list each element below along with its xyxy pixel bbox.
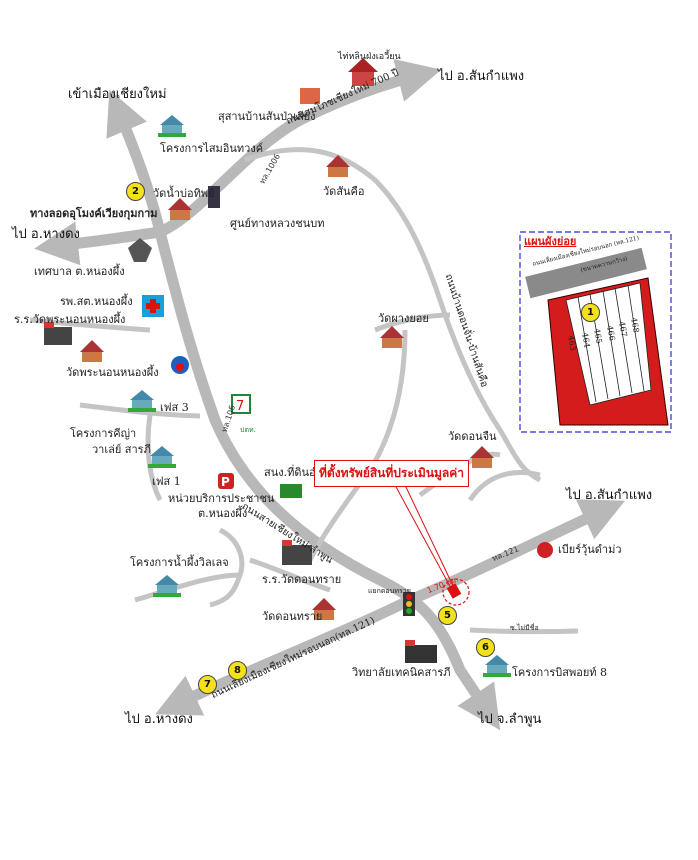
label-wat-sankue: วัดสันคือ — [323, 185, 365, 198]
site-circle[interactable] — [442, 578, 470, 606]
label-college: วิทยาลัยเทคนิคสารภี — [352, 666, 451, 679]
label-to-sankamphaeng-right: ไป อ.สันกำแพง — [566, 488, 653, 503]
road-to-chiangmai — [106, 89, 166, 234]
site-callout[interactable]: ที่ตั้งทรัพย์สินที่ประเมินมูลค่า — [314, 460, 470, 487]
school-icon — [282, 540, 312, 565]
label-pavilion: ไท่หลินฝ่งเอวี้ยน — [338, 52, 401, 62]
marker-6[interactable]: 6 — [476, 638, 495, 657]
lot-465: 465 — [592, 327, 604, 345]
label-soi-signal: แยกดอนทราย — [368, 587, 411, 595]
lot-466: 466 — [605, 324, 617, 342]
temple-icon — [80, 340, 104, 362]
marker-5[interactable]: 5 — [438, 606, 457, 625]
lot-464: 464 — [580, 331, 592, 349]
label-housing-namphung: โครงการน้ำผึ้งวิลเลจ — [130, 556, 229, 569]
road-121-east — [407, 499, 625, 606]
temple-icon — [380, 326, 404, 348]
label-wat-phayom: วัดผางยอย — [378, 312, 429, 325]
marker-7[interactable]: 7 — [198, 675, 217, 694]
house-icon — [483, 655, 511, 677]
label-unit-service-1: หน่วยบริการประชาชน — [168, 492, 275, 505]
label-hall: ศูนย์ทางหลวงชนบท — [230, 217, 325, 230]
label-school-wat: ร.ร.วัดพระนอนหนองผึ้ง — [14, 313, 126, 326]
seven-eleven-icon: 7 — [231, 394, 251, 414]
house-icon — [148, 446, 176, 468]
label-seven: ปตท. — [240, 426, 256, 434]
traffic-light-icon — [403, 592, 415, 616]
label-unit-service-2: ต.หนองผึ้ง — [198, 507, 248, 520]
marker-1[interactable]: 1 — [581, 303, 600, 322]
label-housing-kiti-2: วาเล่ย์ สารภี — [92, 443, 151, 456]
label-tessaban: เทศบาล ต.หนองผึ้ง — [34, 265, 125, 278]
icons: 7 P — [44, 58, 553, 677]
house-icon — [128, 390, 156, 412]
school-icon — [44, 322, 72, 345]
cemetery-icon — [300, 88, 320, 104]
label-wat-namboripat: วัดน้ำบ่อทิพย์ — [153, 187, 215, 200]
label-beer-shop: เบียร์วุ้นดำม่ว — [558, 543, 622, 556]
land-office-icon — [280, 484, 302, 498]
label-hospital: รพ.สต.หนองผึ้ง — [60, 295, 133, 308]
hospital-icon — [142, 295, 164, 317]
house-icon — [153, 575, 181, 597]
gas-icon — [171, 356, 189, 374]
major-roads — [34, 58, 625, 731]
temple-icon — [312, 598, 336, 620]
road-to-hangdong-west — [34, 221, 161, 266]
label-to-sankamphaeng-top: ไป อ.สันกำแพง — [438, 69, 525, 84]
marker-8[interactable]: 8 — [228, 661, 247, 680]
label-to-hangdong-bottom: ไป อ.หางดง — [125, 712, 193, 727]
label-land-office: สนง.ที่ดินอำ — [264, 466, 322, 479]
road-700 — [157, 58, 442, 238]
label-to-lamphun: ไป จ.ลำพูน — [478, 712, 542, 727]
house-icon — [158, 115, 186, 137]
lot-467: 467 — [617, 320, 629, 338]
label-soi: ซ.ไม่มีชื่อ — [510, 624, 539, 632]
svg-text:P: P — [221, 475, 230, 489]
parking-icon: P — [218, 473, 234, 489]
label-phase1: เฟส 1 — [152, 475, 181, 488]
temple-icon — [168, 198, 192, 220]
pavilion-icon — [348, 58, 378, 86]
svg-text:7: 7 — [236, 399, 244, 414]
inset-title: แผนผังย่อย — [524, 235, 577, 248]
beer-icon — [537, 542, 553, 558]
road-cm-lamphun — [154, 230, 501, 731]
label-junction: ทางลอดอุโมงค์เวียงกุมกาม — [30, 207, 158, 220]
label-phase3: เฟส 3 — [160, 401, 189, 414]
lot-468: 468 — [629, 316, 641, 334]
label-housing-sailom: โครงการไสมอินทวงค์ — [160, 142, 264, 155]
pointer-lines — [394, 484, 456, 591]
label-to-hangdong-left: ไป อ.หางดง — [12, 227, 80, 242]
label-school-donsai: ร.ร.วัดดอนทราย — [262, 573, 342, 586]
temple-icon — [470, 446, 494, 468]
label-to-chiangmai: เข้าเมืองเชียงใหม่ — [68, 87, 167, 102]
label-wat-donsai: วัดดอนทราย — [262, 610, 323, 623]
label-cemetery: สุสานบ้านสันป่าเลียง — [218, 110, 316, 123]
temple-icon — [326, 155, 350, 177]
garuda-icon — [128, 238, 152, 262]
building-icon — [208, 186, 220, 208]
lot-463: 463 — [566, 334, 578, 352]
label-housing-kiti-1: โครงการคีญ่า — [70, 427, 137, 440]
label-housing-bisod: โครงการบิสพอยท์ 8 — [512, 666, 608, 679]
marker-2[interactable]: 2 — [126, 182, 145, 201]
label-wat-phranon: วัดพระนอนหนองผึ้ง — [66, 366, 159, 379]
label-wat-donchan: วัดดอนจืน — [448, 430, 497, 443]
school-icon — [405, 640, 437, 663]
